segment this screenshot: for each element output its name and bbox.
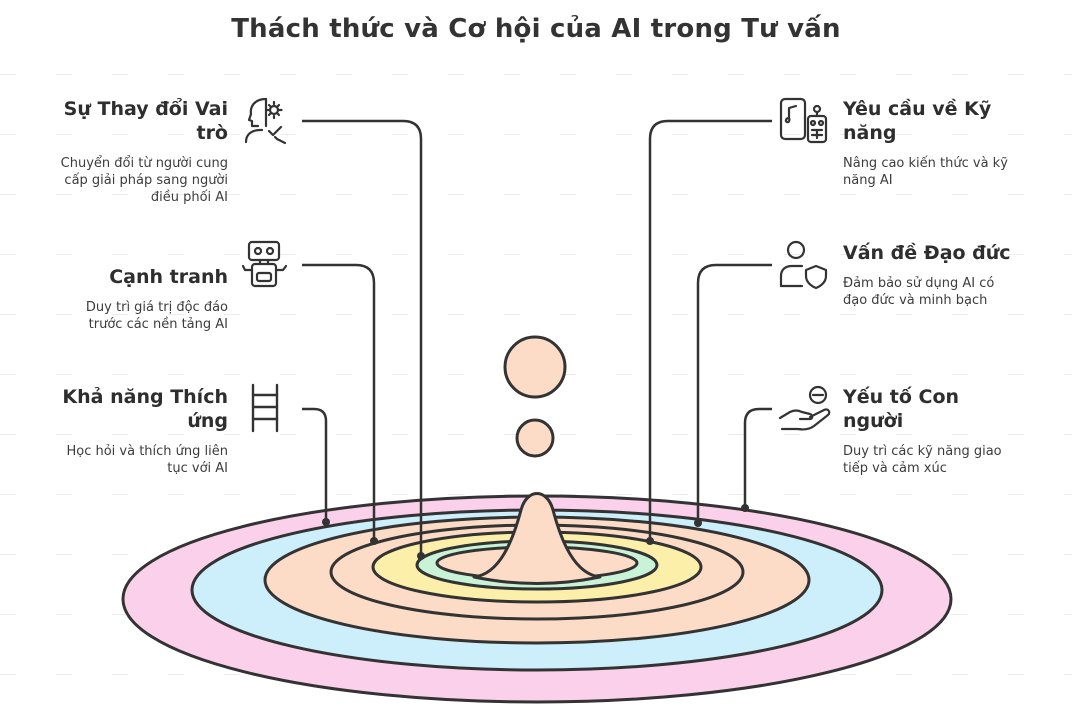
item-human: Yếu tố Con người Duy trì các kỹ năng gia… [843, 385, 1015, 477]
person-gear-icon [244, 97, 287, 145]
phone-robot-icon [779, 97, 828, 144]
droplet-small [515, 418, 555, 458]
item-description: Học hỏi và thích ứng liên tục với AI [66, 444, 228, 476]
connector-human [743, 407, 772, 508]
item-description: Chuyển đổi từ người cung cấp giải pháp s… [60, 156, 228, 205]
item-title: Sự Thay đổi Vai trò [63, 98, 228, 144]
item-title: Yêu cầu về Kỹ năng [843, 98, 992, 144]
page-title: Thách thức và Cơ hội của AI trong Tư vấn [231, 14, 841, 44]
background-guide [0, 74, 1072, 75]
connector-dot [694, 519, 702, 527]
item-skills: Yêu cầu về Kỹ năng Nâng cao kiến thức và… [843, 97, 1015, 189]
item-title: Yếu tố Con người [843, 386, 960, 432]
background-guide [0, 134, 1072, 135]
droplet-large [503, 335, 567, 399]
connector-dot [741, 504, 749, 512]
connector-dot [322, 518, 330, 526]
robot-icon [241, 240, 288, 288]
item-ethics: Vấn đề Đạo đức Đảm bảo sử dụng AI có đạo… [843, 241, 1015, 309]
connector-dot [370, 537, 378, 545]
background-guide [0, 254, 1072, 255]
hand-care-icon [778, 385, 831, 431]
item-title: Vấn đề Đạo đức [843, 242, 1011, 264]
connector-skills [648, 119, 772, 541]
connector-adaptability [302, 407, 328, 522]
item-competition: Cạnh tranh Duy trì giá trị độc đáo trước… [56, 265, 228, 333]
connector-role-change [302, 119, 423, 555]
item-description: Nâng cao kiến thức và kỹ năng AI [843, 156, 1008, 188]
item-description: Đảm bảo sử dụng AI có đạo đức và minh bạ… [843, 276, 995, 308]
splash-peak [472, 492, 602, 585]
background-guide [0, 194, 1072, 195]
item-description: Duy trì giá trị độc đáo trước các nền tả… [85, 300, 228, 332]
connector-ethics [696, 263, 772, 523]
item-title: Cạnh tranh [109, 266, 228, 288]
item-adaptability: Khả năng Thích ứng Học hỏi và thích ứng … [56, 385, 228, 477]
item-role-change: Sự Thay đổi Vai trò Chuyển đổi từ người … [56, 97, 228, 206]
connector-dot [646, 537, 654, 545]
connector-dot [417, 552, 425, 560]
item-title: Khả năng Thích ứng [62, 386, 228, 432]
person-shield-icon [779, 240, 828, 290]
ladder-icon [251, 383, 279, 433]
item-description: Duy trì các kỹ năng giao tiếp và cảm xúc [843, 444, 1002, 476]
connector-competition [302, 263, 376, 541]
background-guide [0, 314, 1072, 315]
